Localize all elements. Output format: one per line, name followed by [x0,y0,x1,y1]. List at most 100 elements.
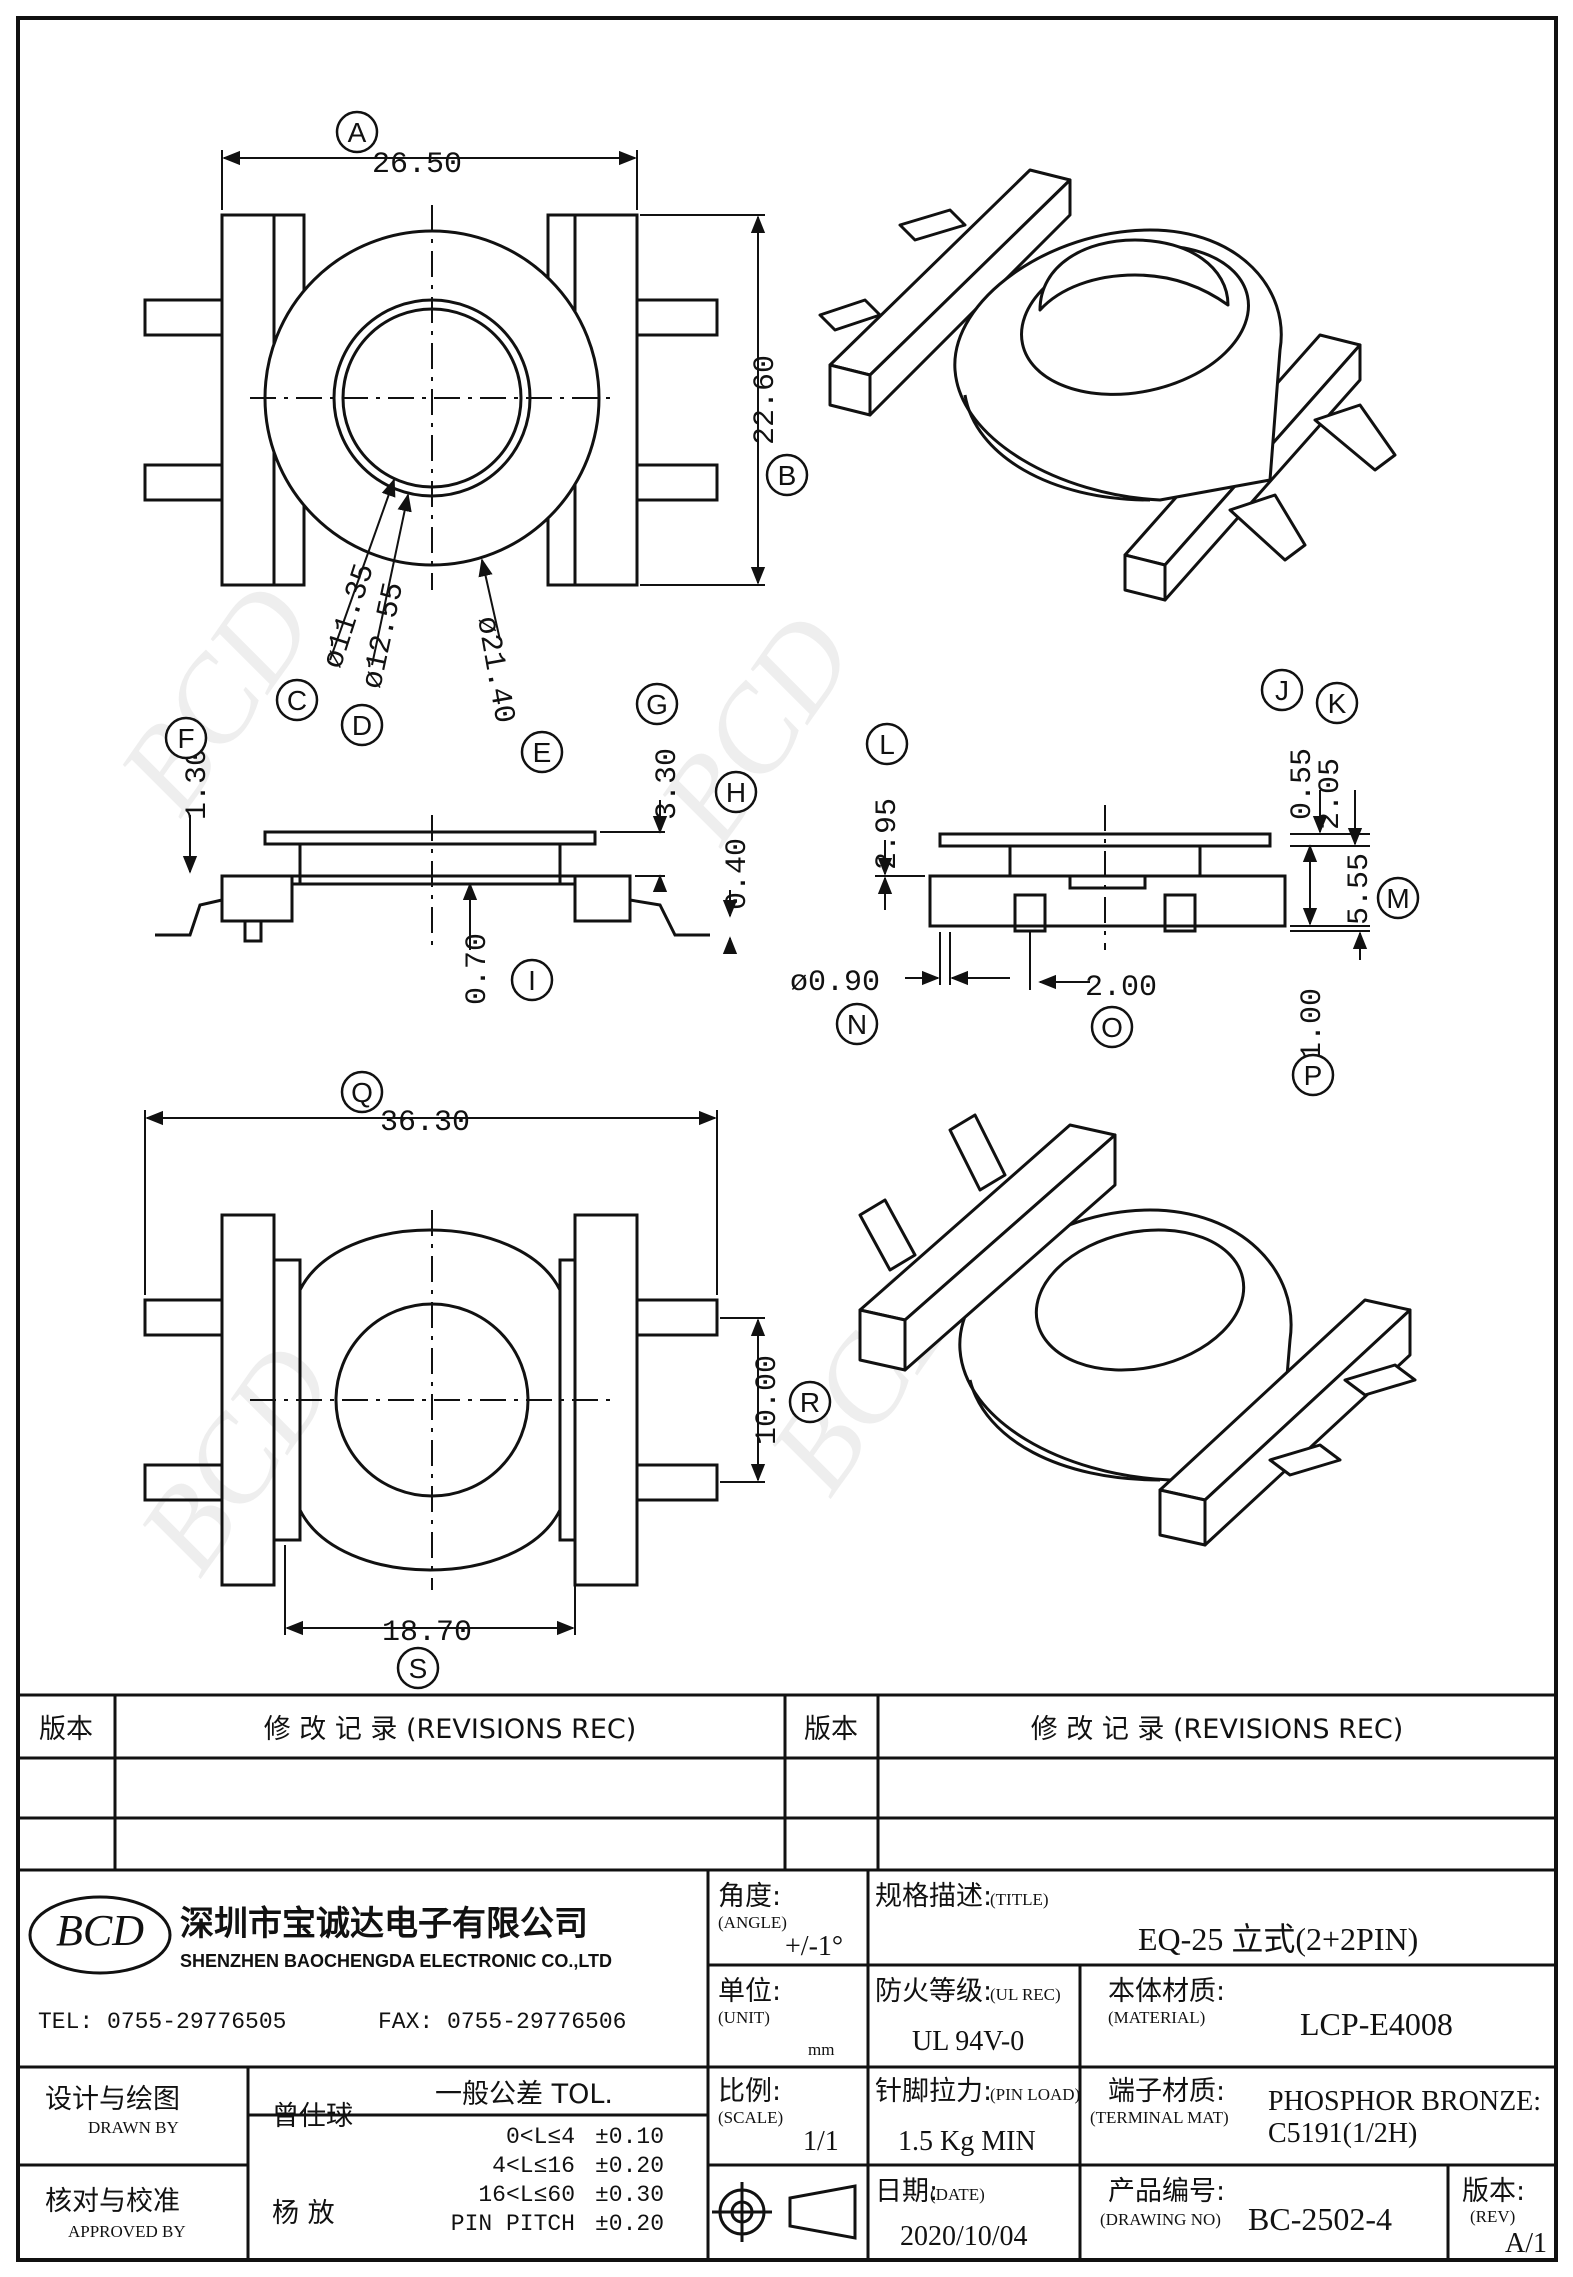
dim-M: 5.55 [1343,853,1377,925]
svg-text:BCD: BCD [56,1906,144,1955]
letter-callouts: A B C D E F G H I J K L M N O P Q R S [164,110,1420,1690]
unit-value: mm [808,2040,834,2059]
terminal-value-2: C5191(1/2H) [1268,2118,1417,2149]
dim-H: 0.40 [721,838,755,910]
svg-text:B: B [778,460,797,491]
callout-O: O [1090,1005,1134,1049]
callout-H: H [714,770,758,814]
scale-label-cn: 比例: [718,2076,781,2107]
tolerance-table: 0<L≤4 ±0.10 4<L≤16 ±0.20 16<L≤60 ±0.30 P… [451,2124,664,2237]
dim-Q: 36.30 [380,1106,470,1140]
ul-value: UL 94V-0 [912,2026,1024,2057]
tol-range-1: 4<L≤16 [492,2153,575,2179]
drawn-label-cn: 设计与绘图 [45,2084,180,2115]
tol-value-3: ±0.20 [595,2211,664,2237]
svg-text:D: D [352,710,372,741]
dim-A: 26.50 [372,148,462,182]
callout-P: P [1291,1053,1335,1097]
material-value: LCP-E4008 [1300,2006,1453,2042]
dim-L: 2.95 [871,798,905,870]
callout-A: A [335,110,379,154]
tol-range-0: 0<L≤4 [506,2124,575,2150]
callout-N: N [835,1002,879,1046]
drawing-label-en: (DRAWING NO) [1100,2210,1221,2229]
rev-header-rec-right: 修 改 记 录 (REVISIONS REC) [1031,1714,1404,1745]
scale-value: 1/1 [803,2126,839,2157]
sheet-frame [16,16,1558,2262]
dim-N: ø0.90 [790,966,880,1000]
svg-text:BCD: BCD [632,592,879,865]
svg-text:C: C [287,685,307,716]
projection-symbol [712,2182,857,2242]
company-tel: TEL: 0755-29776505 [38,2009,286,2035]
tol-range-3: PIN PITCH [451,2211,575,2237]
tol-value-0: ±0.10 [595,2124,664,2150]
callout-B: B [765,453,809,497]
ul-label-cn: 防火等级: [875,1976,992,2007]
rev-label-cn: 版本: [1462,2176,1525,2207]
top-view [143,205,719,590]
callout-I: I [510,958,554,1002]
drawn-value: 曾仕球 [272,2101,353,2132]
dim-I: 0.70 [461,933,495,1005]
svg-text:E: E [533,737,552,768]
watermark: BCD BCD BCD BCD [92,562,989,1595]
svg-text:L: L [879,729,895,760]
dim-K: 2.05 [1314,758,1348,830]
callout-F: F [164,716,208,760]
angle-value: +/-1° [785,1931,843,1962]
title-label-en: (TITLE) [990,1890,1049,1909]
front-view-dimensions [875,790,1370,990]
pinload-label-cn: 针脚拉力: [875,2076,992,2107]
svg-text:I: I [528,965,536,996]
angle-label-cn: 角度: [718,1881,781,1912]
top-view-dimensions [221,150,766,666]
dim-R: 10.00 [751,1355,785,1445]
svg-text:M: M [1386,883,1409,914]
tol-label: 一般公差 TOL. [435,2079,613,2110]
rev-header-rec-left: 修 改 记 录 (REVISIONS REC) [264,1714,637,1745]
svg-text:P: P [1304,1060,1323,1091]
svg-text:G: G [646,689,668,720]
company-fax: FAX: 0755-29776506 [378,2009,626,2035]
iso-view-lower [858,1113,1417,1547]
callout-E: E [520,730,564,774]
material-label-cn: 本体材质: [1108,1976,1225,2007]
company-name-cn: 深圳市宝诚达电子有限公司 [180,1904,588,1944]
svg-text:BCD: BCD [112,1322,359,1595]
callout-C: C [275,678,319,722]
callout-L: L [865,722,909,766]
svg-text:H: H [726,777,746,808]
callout-Q: Q [340,1070,384,1114]
company-logo: BCD [28,1895,172,1975]
drawn-label-en: DRAWN BY [88,2118,179,2137]
unit-label-cn: 单位: [718,1976,781,2007]
date-label-en: (DATE) [930,2185,985,2204]
ul-label-en: (UL REC) [990,1985,1061,2004]
svg-text:Q: Q [351,1077,373,1108]
title-label-cn: 规格描述: [875,1881,992,1912]
terminal-label-en: (TERMINAL MAT) [1090,2108,1229,2127]
pinload-label-en: (PIN LOAD) [990,2085,1080,2104]
bottom-view-dimensions [144,1110,766,1636]
front-view [928,805,1287,950]
pinload-value: 1.5 Kg MIN [898,2126,1036,2157]
scale-label-en: (SCALE) [718,2108,783,2127]
dim-G: 3.30 [651,748,685,820]
title-block-grid [18,1870,1556,2260]
svg-text:S: S [409,1653,428,1684]
tol-value-1: ±0.20 [595,2153,664,2179]
rev-header-ver-right: 版本 [804,1714,858,1745]
drawing-value: BC-2502-4 [1248,2201,1392,2237]
date-value: 2020/10/04 [900,2221,1028,2252]
date-label-cn: 日期: [875,2176,938,2207]
callout-R: R [788,1380,832,1424]
callout-K: K [1315,681,1359,725]
tol-value-2: ±0.30 [595,2182,664,2208]
approved-value: 杨 放 [272,2198,335,2229]
side-view [155,815,710,950]
terminal-value-1: PHOSPHOR BRONZE: [1268,2086,1541,2117]
angle-label-en: (ANGLE) [718,1913,787,1932]
revision-table [18,1693,1556,1872]
tol-range-2: 16<L≤60 [478,2182,575,2208]
